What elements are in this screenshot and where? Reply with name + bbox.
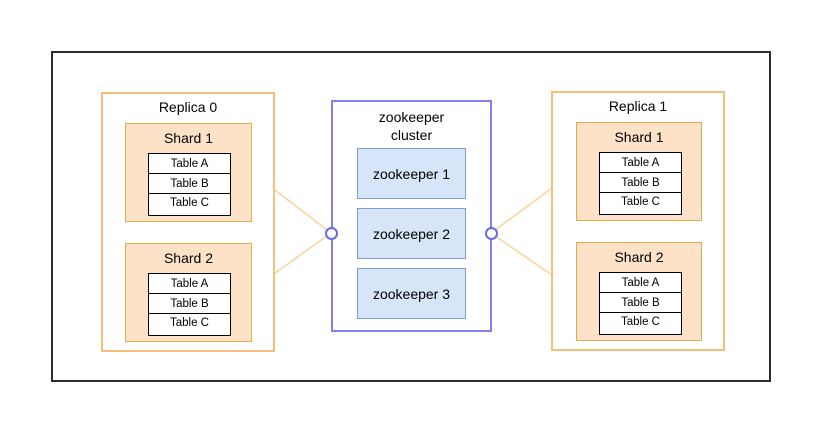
zookeeper-node-3: zookeeper 3: [357, 268, 466, 319]
zookeeper-cluster-title-line2: cluster: [390, 127, 433, 143]
replica-1-box: Replica 1 Shard 1 Table A Table B Table …: [551, 91, 725, 351]
shard-title: Shard 1: [614, 129, 664, 145]
replica-1-title: Replica 1: [608, 98, 668, 114]
table-row: Table A: [149, 154, 230, 174]
replica-0-title: Replica 0: [158, 99, 218, 115]
table-list: Table A Table B Table C: [599, 152, 682, 215]
shard-title: Shard 2: [614, 249, 664, 265]
replica-0-shard-2: Shard 2 Table A Table B Table C: [125, 243, 252, 342]
zookeeper-node-2: zookeeper 2: [357, 208, 466, 259]
table-list: Table A Table B Table C: [148, 273, 231, 336]
zookeeper-cluster-title-line1: zookeeper: [378, 109, 445, 125]
table-row: Table C: [621, 316, 660, 328]
table-list: Table A Table B Table C: [148, 153, 231, 216]
table-list: Table A Table B Table C: [599, 272, 682, 335]
table-row: Table B: [600, 293, 681, 313]
right-junction-point: [485, 227, 498, 240]
table-row: Table B: [149, 294, 230, 314]
table-row: Table C: [621, 196, 660, 208]
replica-0-shard-1: Shard 1 Table A Table B Table C: [125, 123, 252, 222]
replica-1-shard-1: Shard 1 Table A Table B Table C: [576, 122, 702, 221]
table-row: Table A: [600, 273, 681, 293]
table-row: Table C: [170, 317, 209, 329]
table-row: Table B: [600, 173, 681, 193]
replica-0-box: Replica 0 Shard 1 Table A Table B Table …: [101, 92, 275, 352]
table-row: Table A: [600, 153, 681, 173]
table-row: Table B: [149, 174, 230, 194]
shard-title: Shard 1: [163, 130, 214, 146]
shard-title: Shard 2: [163, 250, 214, 266]
zookeeper-node-1: zookeeper 1: [357, 148, 466, 199]
table-row: Table C: [170, 197, 209, 209]
table-row: Table A: [149, 274, 230, 294]
left-junction-point: [325, 227, 338, 240]
replica-1-shard-2: Shard 2 Table A Table B Table C: [576, 242, 702, 341]
